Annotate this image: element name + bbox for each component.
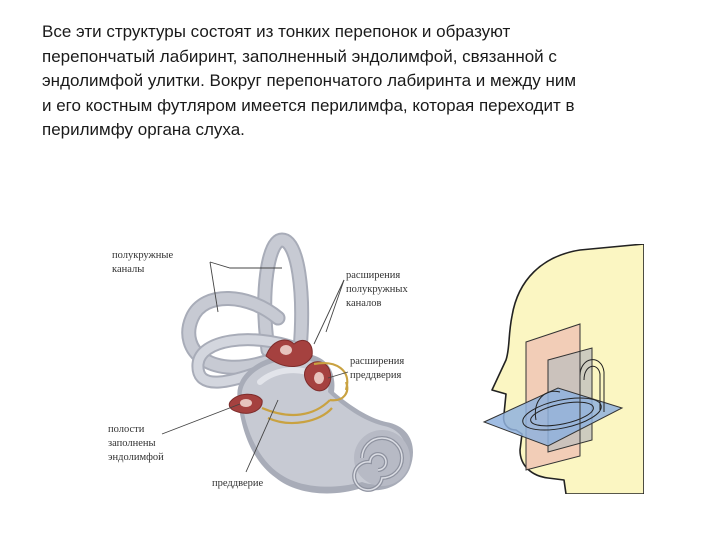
inner-ear-illustration: полукружные каналы расширения полукружны… — [108, 232, 413, 494]
label-vestibule: преддверие — [212, 478, 264, 489]
paragraph-line: и его костным футляром имеется перилимфа… — [42, 95, 575, 115]
paragraph-line: перепончатый лабиринт, заполненный эндол… — [42, 46, 557, 66]
body-paragraph: Все эти структуры состоят из тонких пере… — [42, 20, 692, 143]
vestibule-cochlea-drawing — [237, 353, 413, 494]
leader-lines — [161, 261, 349, 473]
paragraph-line: перилимфу органа слуха. — [42, 120, 245, 139]
label-semicircular-canals: полукружные каналы — [112, 250, 176, 275]
label-vestibule-dilations: расширения преддверия — [350, 356, 407, 381]
membranous-ampullae-drawing — [228, 339, 332, 414]
semicircular-canals-drawing — [181, 232, 310, 389]
paragraph-line: Все эти структуры состоят из тонких пере… — [42, 22, 511, 41]
nerve-fibres-drawing — [261, 362, 349, 425]
label-endolymph-cavities: полости заполнены эндолимфой — [108, 424, 164, 463]
plane-canal-loops — [522, 359, 605, 431]
label-canal-ampullae: расширения полукружных каналов — [346, 270, 410, 309]
horizontal-plane — [482, 387, 624, 447]
head-planes-illustration — [482, 244, 644, 494]
paragraph-line: эндолимфой улитки. Вокруг перепончатого … — [42, 71, 577, 90]
